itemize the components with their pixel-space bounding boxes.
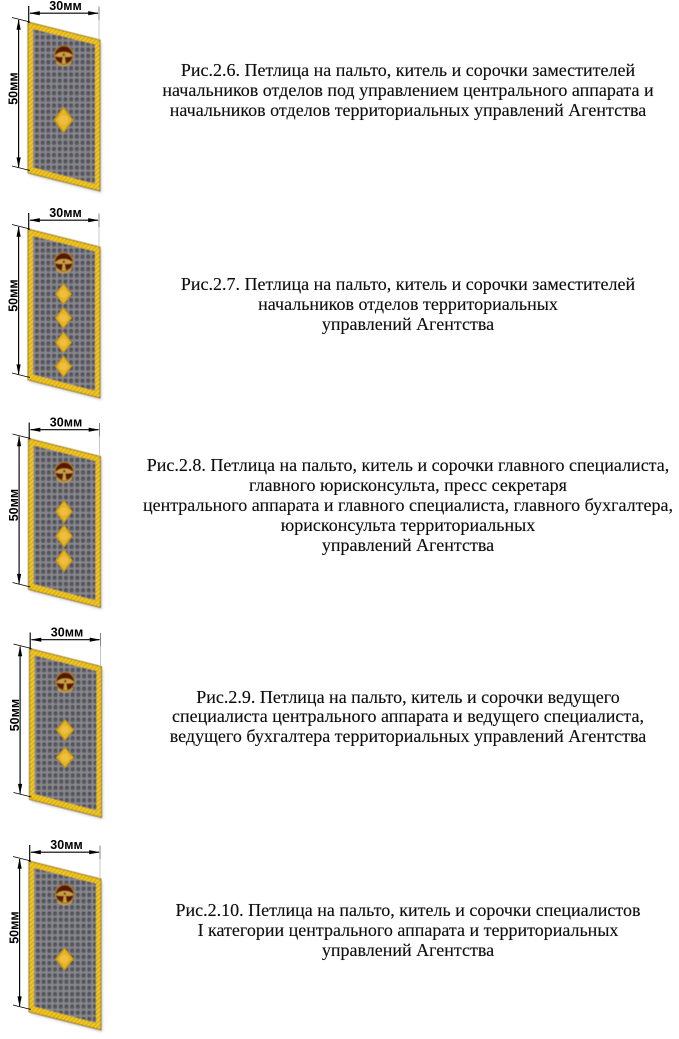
svg-text:30мм: 30мм xyxy=(50,416,82,430)
svg-text:30мм: 30мм xyxy=(49,0,81,13)
svg-text:50мм: 50мм xyxy=(8,699,22,731)
svg-text:30мм: 30мм xyxy=(49,206,81,220)
svg-text:50мм: 50мм xyxy=(7,489,21,521)
svg-text:30мм: 30мм xyxy=(51,626,83,640)
svg-text:50мм: 50мм xyxy=(8,911,22,943)
svg-text:50мм: 50мм xyxy=(7,72,21,104)
svg-text:30мм: 30мм xyxy=(50,838,82,852)
svg-text:50мм: 50мм xyxy=(7,279,21,311)
